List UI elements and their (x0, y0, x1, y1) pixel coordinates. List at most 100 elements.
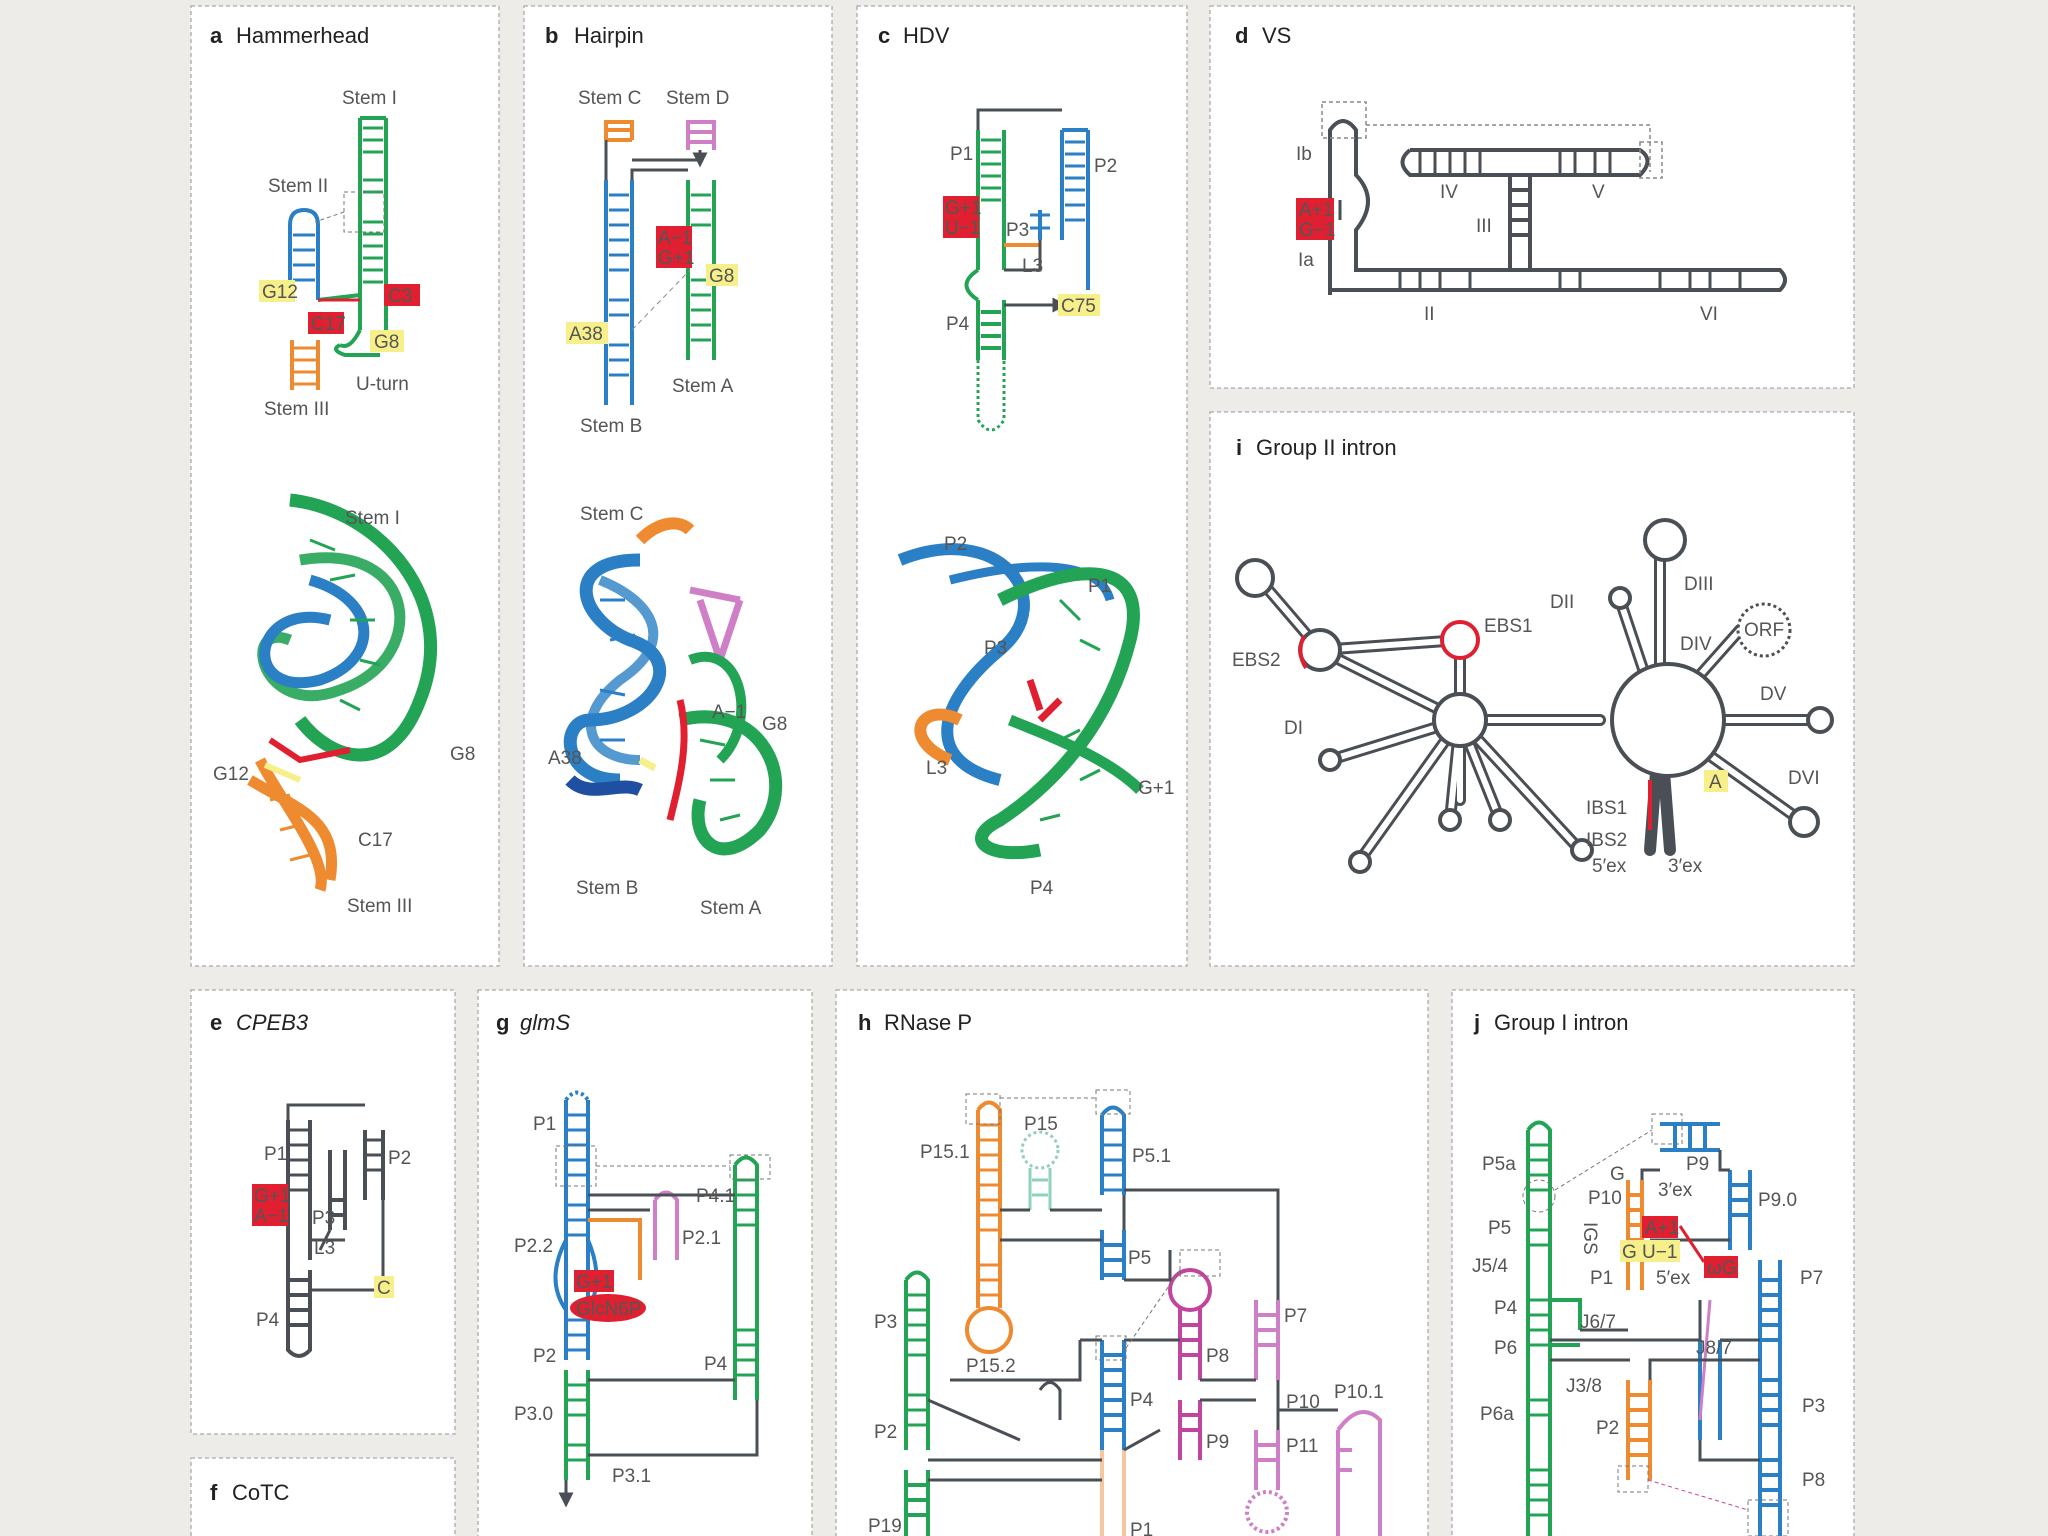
stem-a-3d-label: Stem A (700, 898, 762, 919)
svg-text:C75: C75 (1061, 296, 1096, 317)
p151-label: P15.1 (920, 1142, 970, 1163)
panel-e-diagram: G+1 A−1 C P1 P2 P3 L3 P4 (252, 1103, 411, 1358)
p90-label: P9.0 (1758, 1190, 1797, 1211)
p2-j-label: P2 (1596, 1418, 1619, 1439)
p15-label: P15 (1024, 1114, 1058, 1135)
stem-c-3d-label: Stem C (580, 504, 643, 525)
p3-h-label: P3 (874, 1312, 897, 1333)
panel-g-diagram: G+1 GlcN6P P1 P2.2 P2.1 P4.1 P2 P4 P3.0 … (514, 1090, 771, 1501)
panel-a-title: a Hammerhead (210, 23, 369, 48)
panel-c-box (856, 5, 1188, 967)
p4-g-label: P4 (704, 1354, 728, 1375)
p31-label: P3.1 (612, 1466, 651, 1487)
p51-label: P5.1 (1132, 1146, 1171, 1167)
g8-b-label: G8 (706, 264, 738, 287)
svg-text:G−1: G−1 (1299, 220, 1335, 241)
omega-g-label: ωG (1704, 1256, 1738, 1279)
svg-text:CoTC: CoTC (232, 1480, 290, 1505)
panel-i-title: i Group II intron (1236, 435, 1397, 460)
stem-b-3d-label: Stem B (576, 878, 638, 899)
g12-label: G12 (259, 280, 298, 303)
panel-d-title: d VS (1235, 23, 1291, 48)
p9-label: P9 (1686, 1154, 1709, 1175)
stem-i-3d-label: Stem I (345, 508, 400, 529)
a38-3d-label: A38 (548, 748, 582, 769)
p7-j-label: P7 (1800, 1268, 1823, 1289)
stem-ii-label: Stem II (268, 176, 328, 197)
a38-label: A38 (566, 322, 608, 345)
svg-text:G+1: G+1 (576, 1272, 612, 1293)
svg-text:Hammerhead: Hammerhead (236, 23, 369, 48)
panel-b-3d-structure: Stem C A−1 G8 A38 Stem B Stem A (548, 504, 787, 919)
svg-text:A−1: A−1 (658, 228, 692, 249)
p1-3d-label: P1 (1088, 576, 1111, 597)
panel-c-3d-structure: P2 P1 P3 L3 G+1 P4 (897, 534, 1174, 899)
p5-j-label: P5 (1488, 1218, 1511, 1239)
p1-e-label: P1 (264, 1144, 287, 1165)
p6-j-label: P6 (1494, 1338, 1517, 1359)
dvi-label: DVI (1788, 768, 1820, 789)
p7-label: P7 (1284, 1306, 1307, 1327)
dii-label: DII (1550, 592, 1574, 613)
svg-text:h: h (858, 1010, 871, 1035)
v-label: V (1592, 182, 1605, 203)
ap1-gm1-label: A+1 G−1 (1296, 198, 1335, 241)
stem-c-helix (604, 120, 634, 142)
ii-label: II (1424, 304, 1435, 325)
svg-text:b: b (545, 23, 558, 48)
svg-text:glmS: glmS (520, 1010, 570, 1035)
svg-text:VS: VS (1262, 23, 1291, 48)
stem-b-label: Stem B (580, 416, 642, 437)
svg-text:j: j (1473, 1010, 1480, 1035)
panel-c-title: c HDV (878, 23, 950, 48)
panel-i-diagram: A DII DIII DIV ORF DV DVI DI EBS1 EBS2 I… (1232, 518, 1834, 877)
svg-text:CPEB3: CPEB3 (236, 1010, 309, 1035)
gp1-g-label: G+1 (574, 1270, 614, 1293)
p11-label: P11 (1286, 1436, 1318, 1457)
orf-label: ORF (1744, 620, 1784, 641)
p5a-label: P5a (1482, 1154, 1516, 1175)
panel-h-title: h RNase P (858, 1010, 972, 1035)
g-j-label: G (1610, 1164, 1625, 1185)
panel-b-secondary: A−1 G+1 G8 A38 Stem C Stem D Stem A Stem… (566, 88, 738, 437)
p5-label: P5 (1128, 1248, 1151, 1269)
p2-3d-label: P2 (944, 534, 967, 555)
p8-j-label: P8 (1802, 1470, 1825, 1491)
panel-a-box (190, 5, 500, 967)
svg-text:G+1: G+1 (945, 198, 981, 219)
panel-e-box (190, 989, 456, 1435)
c75-label: C75 (1058, 294, 1100, 317)
stem-iii-helix (290, 340, 320, 390)
panel-h-diagram: P15.1 P15 P5.1 P5 P7 P3 P15.2 P8 P4 P9 P… (868, 1089, 1384, 1536)
p21-label: P2.1 (682, 1228, 721, 1249)
panel-a-secondary: G12 C3 C17 G8 Stem I Stem II Stem III U-… (259, 88, 420, 420)
gp1-um1-c-label: G+1 U−1 (943, 196, 981, 239)
stem-iii-3d-label: Stem III (347, 896, 412, 917)
stem-d-helix (686, 120, 716, 150)
c17-label: C17 (308, 312, 346, 335)
svg-text:c: c (878, 23, 890, 48)
stem-i-label: Stem I (342, 88, 397, 109)
div-label: DIV (1680, 634, 1712, 655)
svg-text:HDV: HDV (903, 23, 950, 48)
svg-text:f: f (210, 1480, 218, 1505)
ex5-i-label: 5′ex (1592, 856, 1627, 877)
svg-text:G+1: G+1 (254, 1186, 290, 1207)
dv-label: DV (1760, 684, 1787, 705)
svg-text:A−1: A−1 (254, 1206, 288, 1227)
c-e-label: C (377, 1278, 391, 1299)
stem-d-label: Stem D (666, 88, 729, 109)
c3-label: C3 (384, 284, 420, 307)
svg-text:g: g (496, 1010, 509, 1035)
svg-text:ωG: ωG (1707, 1258, 1737, 1279)
stem-a-label: Stem A (672, 376, 734, 397)
p3-j-label: P3 (1802, 1396, 1825, 1417)
p2-c-label: P2 (1094, 156, 1117, 177)
panel-j-title: j Group I intron (1473, 1010, 1629, 1035)
svg-text:Group I intron: Group I intron (1494, 1010, 1629, 1035)
panel-j-box (1451, 989, 1855, 1536)
panel-j-diagram: A+1 G U−1 ωG P5a P9 P9.0 P10 3′ex G P5 I… (1472, 1113, 1825, 1536)
panel-b-box (523, 5, 833, 967)
branch-a-label: A (1709, 772, 1722, 793)
ibs2-label: IBS2 (1586, 830, 1627, 851)
